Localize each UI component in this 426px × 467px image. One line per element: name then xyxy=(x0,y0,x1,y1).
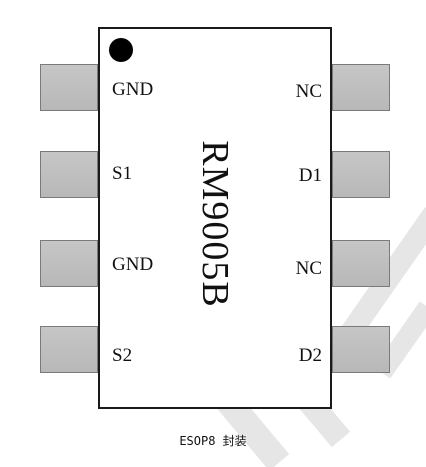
pin-4 xyxy=(40,326,98,373)
pin-label-d2: D2 xyxy=(298,345,322,366)
pin-label-nc: NC xyxy=(295,81,322,102)
pin-label-s2: S2 xyxy=(112,345,133,366)
pin-3 xyxy=(40,240,98,287)
chip-package-outline xyxy=(98,27,332,409)
pin-label-gnd: GND xyxy=(112,79,154,100)
pin-label-s1: S1 xyxy=(112,163,133,184)
pin-7 xyxy=(332,151,390,198)
pin1-dot-icon xyxy=(109,38,133,62)
chip-part-number: RM9005B xyxy=(194,140,236,308)
pin-6 xyxy=(332,240,390,287)
watermark-stroke-3 xyxy=(338,207,426,343)
pin-label-gnd-2: GND xyxy=(112,254,154,275)
pin-2 xyxy=(40,151,98,198)
pin-label-d1: D1 xyxy=(298,165,322,186)
package-caption: ESOP8 封装 xyxy=(179,434,247,448)
pin-1 xyxy=(40,64,98,111)
pin-8 xyxy=(332,64,390,111)
pin-5 xyxy=(332,326,390,373)
pin-label-nc-2: NC xyxy=(295,258,322,279)
